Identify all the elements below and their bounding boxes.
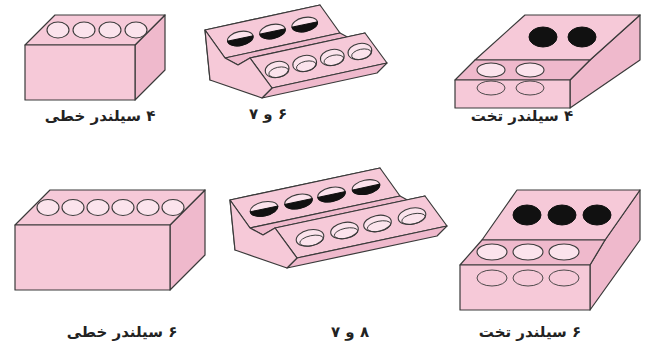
cylinder-bore	[291, 15, 319, 34]
bore-shade	[352, 184, 381, 197]
bore-shade	[285, 199, 314, 212]
cylinder-bore	[291, 53, 318, 74]
bore-wall	[477, 270, 507, 286]
engine-caption: ۶ سیلندر تخت	[479, 323, 581, 341]
cylinder-bore	[295, 227, 326, 248]
cylinder-bore	[316, 185, 346, 205]
block-front	[15, 225, 170, 290]
bore-wall	[299, 233, 325, 248]
cylinder-bore	[548, 205, 576, 225]
cylinder-bore	[516, 63, 544, 77]
cylinder-bore	[87, 200, 109, 216]
bank-deck	[482, 190, 640, 240]
cylinder-bore	[47, 22, 69, 38]
cylinder-bore	[295, 227, 326, 248]
cylinder-bore	[137, 200, 159, 216]
cylinder-bore	[319, 47, 346, 68]
cylinder-bore	[397, 205, 428, 226]
bore-wall	[351, 47, 373, 61]
cylinder-bore	[351, 177, 381, 197]
cylinder-bore	[329, 220, 360, 241]
cylinder-bore	[37, 200, 59, 216]
block-front	[455, 80, 570, 108]
cylinder-bore	[362, 213, 393, 234]
block-deck	[15, 190, 205, 225]
cylinder-bore	[583, 205, 611, 225]
cylinder-bore	[568, 27, 596, 47]
cylinder-bore	[513, 244, 543, 260]
bore-shade	[260, 29, 287, 41]
bore-wall	[333, 226, 359, 241]
cylinder-bore	[258, 22, 286, 41]
cylinder-bore	[319, 47, 346, 68]
cylinder-bore	[291, 15, 319, 34]
cylinder-bore	[477, 63, 505, 77]
cylinder-bore	[397, 205, 428, 226]
block-deck	[25, 15, 165, 45]
bank-deck	[475, 15, 640, 60]
bore-shade	[318, 192, 347, 205]
inline-six-block	[15, 190, 205, 290]
bore-wall	[323, 53, 345, 67]
bore-wall	[268, 65, 290, 79]
v-six-block	[205, 5, 387, 98]
cylinder-bore	[283, 192, 313, 212]
cylinder-bore	[529, 27, 557, 47]
bore-wall	[295, 59, 317, 73]
engine-caption: ۶ و ۷	[249, 105, 287, 123]
cylinder-bore	[264, 59, 291, 80]
cylinder-bore	[477, 244, 507, 260]
cylinder-bore	[249, 199, 279, 219]
cylinder-bore	[62, 200, 84, 216]
cylinder-bore	[226, 29, 254, 48]
engine-caption: ۸ و ۷	[331, 323, 369, 341]
cylinder-bore	[316, 185, 346, 205]
cylinder-bore	[351, 177, 381, 197]
v-eight-block	[230, 168, 447, 268]
cylinder-bore	[226, 29, 254, 48]
cylinder-bore	[329, 220, 360, 241]
bore-wall	[549, 270, 579, 286]
inline-four-block	[25, 15, 165, 100]
cylinder-bore	[513, 205, 541, 225]
cylinder-bore	[362, 213, 393, 234]
cylinder-bore	[249, 199, 279, 219]
bore-wall	[516, 81, 544, 95]
block-front	[25, 45, 135, 100]
cylinder-bore	[283, 192, 313, 212]
block-end	[205, 30, 272, 98]
bore-shade	[228, 36, 255, 48]
block-front	[460, 265, 590, 310]
block-end	[230, 200, 297, 268]
cylinder-bore	[112, 200, 134, 216]
cylinder-bore	[264, 59, 291, 80]
cylinder-bore	[258, 22, 286, 41]
flat-four-block	[455, 15, 640, 108]
bore-wall	[401, 211, 427, 226]
block-side	[287, 226, 447, 268]
bank-deck	[455, 60, 590, 80]
bore-shade	[250, 206, 279, 219]
cylinder-bore	[346, 41, 373, 62]
cylinder-bore	[291, 53, 318, 74]
bore-wall	[366, 219, 392, 234]
cylinder-bore	[346, 41, 373, 62]
engine-caption: ۶ سیلندر خطی	[67, 323, 178, 341]
bank-deck	[460, 240, 605, 265]
cylinder-bore	[125, 22, 147, 38]
engine-caption: ۴ سیلندر تخت	[471, 107, 573, 125]
bore-wall	[477, 81, 505, 95]
cylinder-bore	[73, 22, 95, 38]
cylinder-bore	[162, 200, 184, 216]
bore-shade	[292, 22, 319, 34]
bore-wall	[513, 270, 543, 286]
flat-six-block	[460, 190, 640, 310]
cylinder-bore	[99, 22, 121, 38]
engine-caption: ۴ سیلندر خطی	[45, 107, 156, 125]
cylinder-bore	[549, 244, 579, 260]
